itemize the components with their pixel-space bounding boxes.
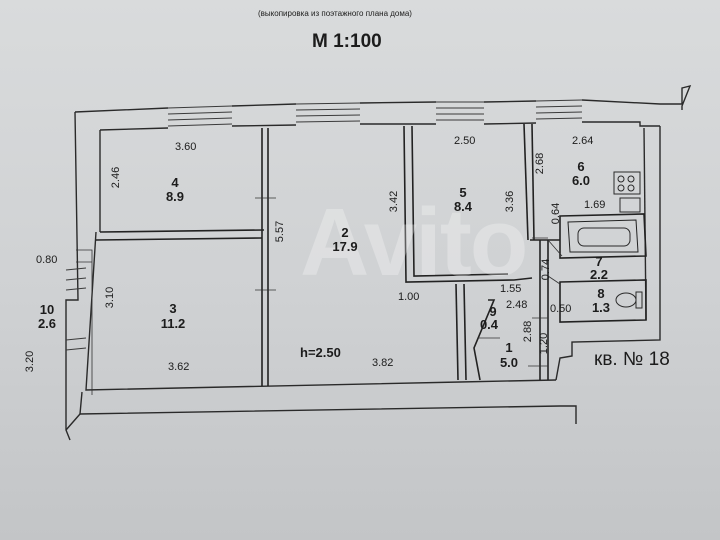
room-1-area: 5.0 xyxy=(499,355,519,370)
dim-room7-depth-b: 0.74 xyxy=(540,258,553,281)
dim-room4-width: 3.60 xyxy=(175,141,197,153)
room-7-area: 2.2 xyxy=(589,267,609,282)
dim-room2-depth: 5.57 xyxy=(274,220,287,243)
dim-room6-width: 2.64 xyxy=(572,135,594,147)
room-9-area: 0.4 xyxy=(479,317,499,332)
room-1-number: 1 xyxy=(505,340,513,355)
room-8-area: 1.3 xyxy=(591,300,611,315)
room-8-number: 8 xyxy=(597,286,605,301)
room-5-number: 5 xyxy=(459,185,467,200)
dim-balcony-depth: 3.20 xyxy=(24,350,37,373)
apartment-label: кв. № 18 xyxy=(594,349,670,370)
room-9-number: 9 xyxy=(489,304,497,319)
dim-room6-depth: 2.68 xyxy=(534,152,547,175)
dim-room1-depth-a: 2.88 xyxy=(522,320,535,343)
room-10-area: 2.6 xyxy=(37,316,57,331)
room-4-number: 4 xyxy=(171,175,179,190)
dim-room5-lower: 1.55 xyxy=(500,283,522,295)
room-3-area: 11.2 xyxy=(160,316,186,331)
room-6-number: 6 xyxy=(577,159,585,174)
dim-room3-depth: 3.10 xyxy=(104,286,117,309)
dim-room9-width: 2.48 xyxy=(506,299,528,311)
windows xyxy=(65,99,583,351)
plan-scale: М 1:100 xyxy=(312,31,382,52)
dim-room7-depth-a: 0.64 xyxy=(550,202,563,225)
room-7-number: 7 xyxy=(595,254,603,269)
room-5-area: 8.4 xyxy=(453,199,473,214)
fixtures xyxy=(577,171,643,309)
dim-room2-inner: 3.42 xyxy=(388,190,401,213)
dim-room2-width: 3.82 xyxy=(372,357,394,369)
watermark: Avito xyxy=(300,189,528,296)
plan-subtitle: (выкопировка из поэтажного плана дома) xyxy=(258,9,412,18)
dim-room2-door: 1.00 xyxy=(398,291,420,303)
room-6-area: 6.0 xyxy=(571,173,591,188)
interior-walls xyxy=(95,123,647,386)
dim-room5-depth: 3.36 xyxy=(504,190,517,213)
dim-room1-depth-b: 1.20 xyxy=(538,332,551,355)
dim-room7-width: 1.69 xyxy=(584,199,606,211)
dim-room3-width: 3.62 xyxy=(168,361,190,373)
room-2-number: 2 xyxy=(341,225,349,240)
room-10-number: 10 xyxy=(39,302,55,317)
leader-lines xyxy=(76,197,563,395)
room-4-area: 8.9 xyxy=(165,189,185,204)
room-2-area: 17.9 xyxy=(332,239,358,254)
ceiling-height: h=2.50 xyxy=(300,345,341,360)
dim-balcony-width: 0.80 xyxy=(36,254,58,266)
dim-room8-width: 0.50 xyxy=(550,303,572,315)
exterior-walls xyxy=(65,84,692,441)
dim-room4-depth: 2.46 xyxy=(110,166,123,189)
room-3-number: 3 xyxy=(169,301,177,316)
dim-room5-width: 2.50 xyxy=(454,135,476,147)
